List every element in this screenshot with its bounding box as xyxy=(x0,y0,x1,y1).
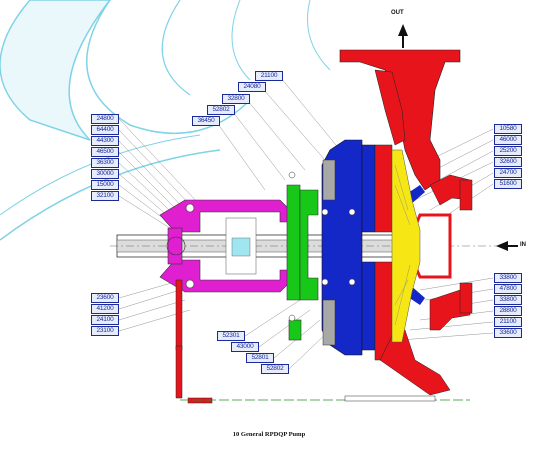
baseplate xyxy=(180,395,470,402)
adapter-bracket xyxy=(286,184,319,341)
callout-label: 32100 xyxy=(91,191,119,201)
callout-label: 52801 xyxy=(246,353,274,363)
impeller xyxy=(391,149,421,343)
callout-label: 24700 xyxy=(494,168,522,178)
callout-label: 43000 xyxy=(231,342,259,352)
callout-label: 24800 xyxy=(91,114,119,124)
callout-label: 23600 xyxy=(91,293,119,303)
callout-label: 41200 xyxy=(91,304,119,314)
callout-label: 33800 xyxy=(494,273,522,283)
inlet-label: IN xyxy=(520,242,526,248)
callout-label: 36450 xyxy=(192,116,220,126)
callout-label: 36300 xyxy=(91,158,119,168)
callout-label: 24100 xyxy=(91,315,119,325)
callout-label: 46500 xyxy=(91,147,119,157)
callout-label: 24080 xyxy=(238,82,266,92)
callout-label: 33800 xyxy=(494,295,522,305)
callout-label: 28800 xyxy=(494,306,522,316)
callout-label: 33600 xyxy=(494,328,522,338)
callout-label: 32800 xyxy=(222,94,250,104)
figure-caption: 10 General RPDQP Pump xyxy=(232,431,306,438)
callout-label: 21100 xyxy=(494,317,522,327)
callout-label: 32600 xyxy=(494,157,522,167)
pump-casing xyxy=(175,49,473,404)
callout-label: 30000 xyxy=(91,169,119,179)
outlet-label: OUT xyxy=(391,10,404,16)
bolts xyxy=(288,171,356,322)
callout-label: 21100 xyxy=(255,71,283,81)
callout-label: 10580 xyxy=(494,124,522,134)
flow-arrows xyxy=(398,24,518,251)
rear-cover xyxy=(321,139,425,356)
callout-label: 64400 xyxy=(91,125,119,135)
bearing-housing xyxy=(159,199,291,293)
callout-label: 52802 xyxy=(261,364,289,374)
callout-label: 25200 xyxy=(494,146,522,156)
callout-label: 47800 xyxy=(494,284,522,294)
callout-label: 44300 xyxy=(91,136,119,146)
callout-label: 15000 xyxy=(91,180,119,190)
callout-label: 52802 xyxy=(207,105,235,115)
callout-label: 23100 xyxy=(91,326,119,336)
callout-label: 46000 xyxy=(494,135,522,145)
callout-label: 52301 xyxy=(217,331,245,341)
callout-label: 51600 xyxy=(494,179,522,189)
